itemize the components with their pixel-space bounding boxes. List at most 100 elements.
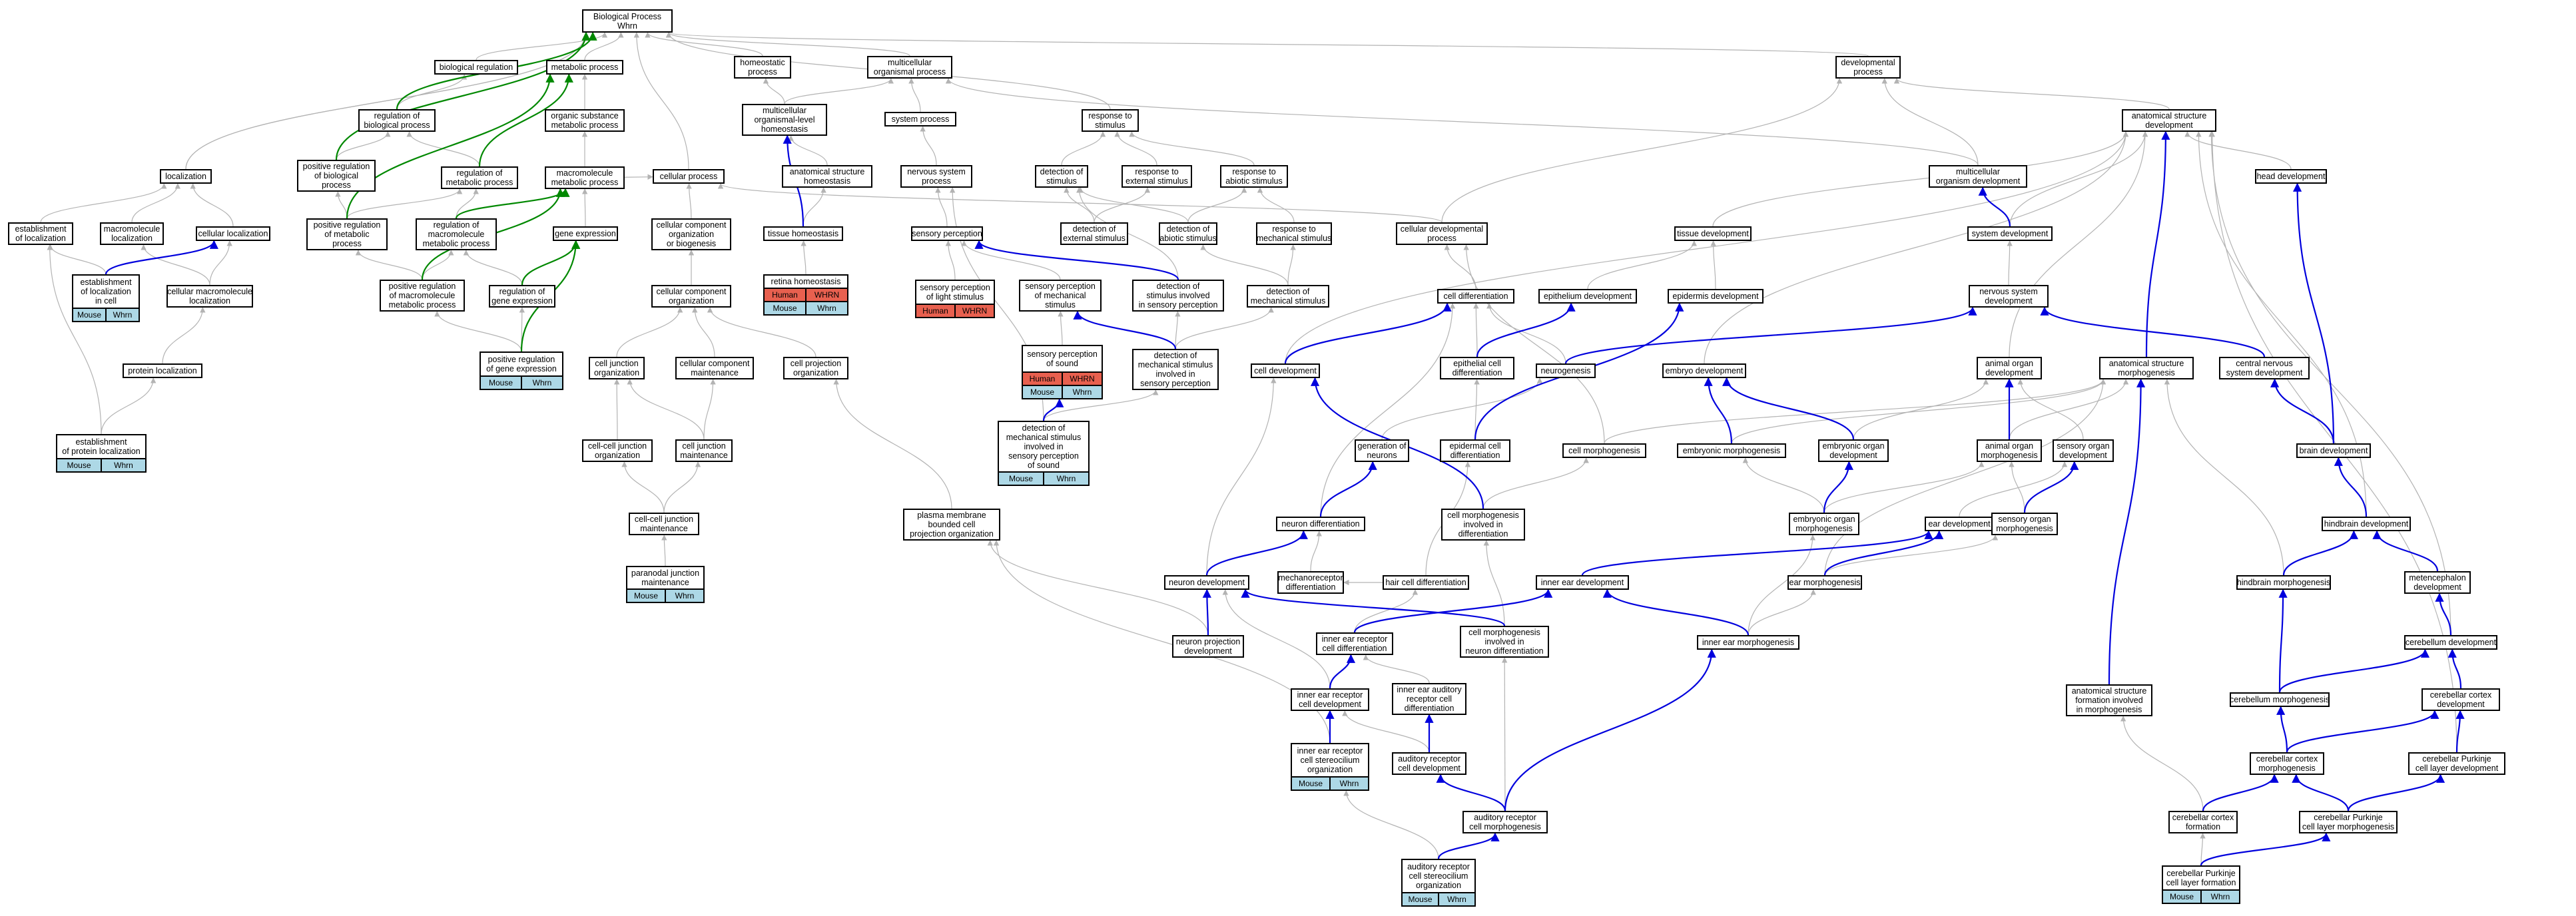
term-node-cerebmorph[interactable]: cerebellum morphogenesis [2230, 692, 2330, 707]
term-node-animorgmorph[interactable]: animal organ morphogenesis [1977, 439, 2042, 462]
term-node-genneur[interactable]: generation of neurons [1355, 439, 1409, 462]
term-node-sensorgdev[interactable]: sensory organ development [2053, 439, 2114, 462]
term-node-nervsys[interactable]: nervous system process [900, 165, 972, 188]
term-node-ierecdev[interactable]: inner ear receptor cell development [1291, 688, 1369, 711]
term-node-detstimsens[interactable]: detection of stimulus involved in sensor… [1132, 280, 1224, 312]
term-node-cerebcortform[interactable]: cerebellar cortex formation [2168, 811, 2238, 833]
term-node-ccmaint[interactable]: cellular component maintenance [675, 357, 754, 379]
term-node-respmech[interactable]: response to mechanical stimulus [1256, 222, 1332, 245]
term-node-neurprojdev[interactable]: neuron projection development [1172, 635, 1244, 658]
term-node-reggene[interactable]: regulation of gene expression [489, 285, 555, 308]
term-node-geneexp[interactable]: gene expression [553, 226, 618, 241]
term-node-asmorph[interactable]: anatomical structure morphogenesis [2099, 357, 2194, 379]
term-node-metab[interactable]: metabolic process [546, 60, 623, 75]
term-node-cellmorphdiff[interactable]: cell morphogenesis involved in different… [1441, 509, 1525, 541]
term-node-epicelldiff[interactable]: epithelial cell differentiation [1440, 357, 1514, 379]
term-node-ierecdiff[interactable]: inner ear receptor cell differentiation [1316, 632, 1393, 655]
term-node-plasma[interactable]: plasma membrane bounded cell projection … [903, 509, 1000, 541]
term-node-asformmorph[interactable]: anatomical structure formation involved … [2066, 684, 2152, 716]
term-node-senspmech[interactable]: sensory perception of mechanical stimulu… [1019, 280, 1102, 312]
term-node-sysproc[interactable]: system process [884, 112, 956, 126]
term-node-innerearmorph[interactable]: inner ear morphogenesis [1697, 635, 1799, 650]
term-node-animorgdev[interactable]: animal organ development [1977, 357, 2042, 379]
term-node-ccorg[interactable]: cellular component organization [651, 285, 731, 308]
term-node-macromet[interactable]: macromolecule metabolic process [545, 166, 625, 189]
term-node-epiddev[interactable]: epidermis development [1668, 289, 1764, 304]
term-node-detmech[interactable]: detection of mechanical stimulus [1247, 285, 1329, 308]
term-node-bp[interactable]: Biological Process Whrn [582, 9, 673, 33]
term-node-homeo[interactable]: homeostatic process [734, 56, 791, 79]
term-node-cellloc[interactable]: cellular localization [196, 226, 270, 241]
term-node-iestereo[interactable]: inner ear receptor cell stereocilium org… [1291, 743, 1369, 791]
term-node-detstim[interactable]: detection of stimulus [1035, 165, 1088, 188]
term-node-bioreg[interactable]: biological regulation [434, 60, 518, 75]
term-node-orgsub[interactable]: organic substance metabolic process [545, 109, 625, 132]
term-node-epidcelldiff[interactable]: epidermal cell differentiation [1440, 439, 1510, 462]
term-node-localiz[interactable]: localization [160, 169, 212, 184]
term-node-ccorgbio[interactable]: cellular component organization or bioge… [651, 218, 731, 250]
term-node-asdev[interactable]: anatomical structure development [2122, 109, 2216, 132]
term-node-detabio[interactable]: detection of abiotic stimulus [1159, 222, 1217, 245]
term-node-cerebdev[interactable]: cerebellum development [2404, 635, 2497, 650]
term-node-tissdev[interactable]: tissue development [1674, 226, 1752, 241]
term-node-detmechsens[interactable]: detection of mechanical stimulus involve… [1132, 349, 1219, 390]
term-node-braindev[interactable]: brain development [2296, 443, 2371, 458]
term-node-sensorgmorph[interactable]: sensory organ morphogenesis [1991, 513, 2058, 535]
term-node-respstim[interactable]: response to stimulus [1082, 109, 1139, 132]
term-node-hindmorph[interactable]: hindbrain morphogenesis [2236, 575, 2331, 590]
term-node-sensperc[interactable]: sensory perception [911, 226, 983, 241]
term-node-regmacro[interactable]: regulation of macromolecule metabolic pr… [416, 218, 497, 250]
term-node-cerebcortmorph[interactable]: cerebellar cortex morphogenesis [2250, 752, 2324, 775]
term-node-embmorph[interactable]: embryonic morphogenesis [1677, 443, 1786, 458]
term-node-ashomeo[interactable]: anatomical structure homeostasis [782, 165, 872, 188]
term-node-eardev[interactable]: ear development [1925, 517, 1994, 531]
term-node-macroloc[interactable]: macromolecule localization [100, 222, 164, 245]
term-node-cerebcortdev[interactable]: cerebellar cortex development [2421, 688, 2500, 711]
term-node-emborgdev[interactable]: embryonic organ development [1818, 439, 1889, 462]
term-node-posregmacro[interactable]: positive regulation of macromolecule met… [380, 280, 465, 312]
term-node-detext[interactable]: detection of external stimulus [1060, 222, 1128, 245]
term-node-regmet[interactable]: regulation of metabolic process [441, 166, 518, 189]
term-node-cellproc[interactable]: cellular process [653, 169, 725, 184]
term-node-mcorg[interactable]: multicellular organismal process [867, 56, 952, 79]
term-node-ccjunorg[interactable]: cell-cell junction organization [582, 439, 653, 462]
term-node-embdev[interactable]: embryo development [1662, 363, 1746, 378]
term-node-posregbp[interactable]: positive regulation of biological proces… [297, 160, 376, 192]
term-node-neurdiff[interactable]: neuron differentiation [1276, 517, 1365, 531]
term-node-audrecdev[interactable]: auditory receptor cell development [1392, 752, 1466, 775]
term-node-purkform[interactable]: cerebellar Purkinje cell layer formation… [2162, 865, 2240, 904]
term-node-mcorgdev[interactable]: multicellular organism development [1929, 165, 2027, 188]
term-node-devproc[interactable]: developmental process [1835, 56, 1901, 79]
term-node-purkmorph[interactable]: cerebellar Purkinje cell layer morphogen… [2299, 811, 2398, 833]
term-node-tisshomeo[interactable]: tissue homeostasis [763, 226, 843, 241]
term-node-ccjunmaint[interactable]: cell-cell junction maintenance [629, 513, 699, 535]
term-node-audstereo[interactable]: auditory receptor cell stereocilium orga… [1401, 859, 1476, 907]
term-node-cellmorph[interactable]: cell morphogenesis [1562, 443, 1646, 458]
term-node-audrecmorph[interactable]: auditory receptor cell morphogenesis [1462, 811, 1548, 833]
term-node-regbp[interactable]: regulation of biological process [358, 109, 436, 132]
term-node-mechrecdiff[interactable]: mechanoreceptor differentiation [1277, 571, 1344, 594]
term-node-respabio[interactable]: response to abiotic stimulus [1220, 165, 1288, 188]
term-node-metdev[interactable]: metencephalon development [2404, 571, 2471, 594]
term-node-mclevhomeo[interactable]: multicellular organismal-level homeostas… [742, 104, 827, 136]
term-node-emborgmorph[interactable]: embryonic organ morphogenesis [1789, 513, 1859, 535]
term-node-celldev[interactable]: cell development [1251, 363, 1320, 378]
term-node-cellprojorg[interactable]: cell projection organization [783, 357, 848, 379]
term-node-estloc[interactable]: establishment of localization [8, 222, 73, 245]
term-node-sysdev[interactable]: system development [1967, 226, 2053, 241]
term-node-earmorph[interactable]: ear morphogenesis [1787, 575, 1862, 590]
term-node-cellmacroloc[interactable]: cellular macromolecule localization [166, 285, 253, 308]
term-node-nervsysdev[interactable]: nervous system development [1969, 285, 2049, 308]
term-node-hinddev[interactable]: hindbrain development [2322, 517, 2411, 531]
term-node-ieaudrecdiff[interactable]: inner ear auditory receptor cell differe… [1392, 683, 1466, 715]
term-node-detmechsound[interactable]: detection of mechanical stimulus involve… [998, 421, 1090, 486]
term-node-neurogen[interactable]: neurogenesis [1536, 363, 1596, 378]
term-node-headdev[interactable]: head development [2255, 169, 2327, 184]
term-node-epidev[interactable]: epithelium development [1538, 289, 1637, 304]
